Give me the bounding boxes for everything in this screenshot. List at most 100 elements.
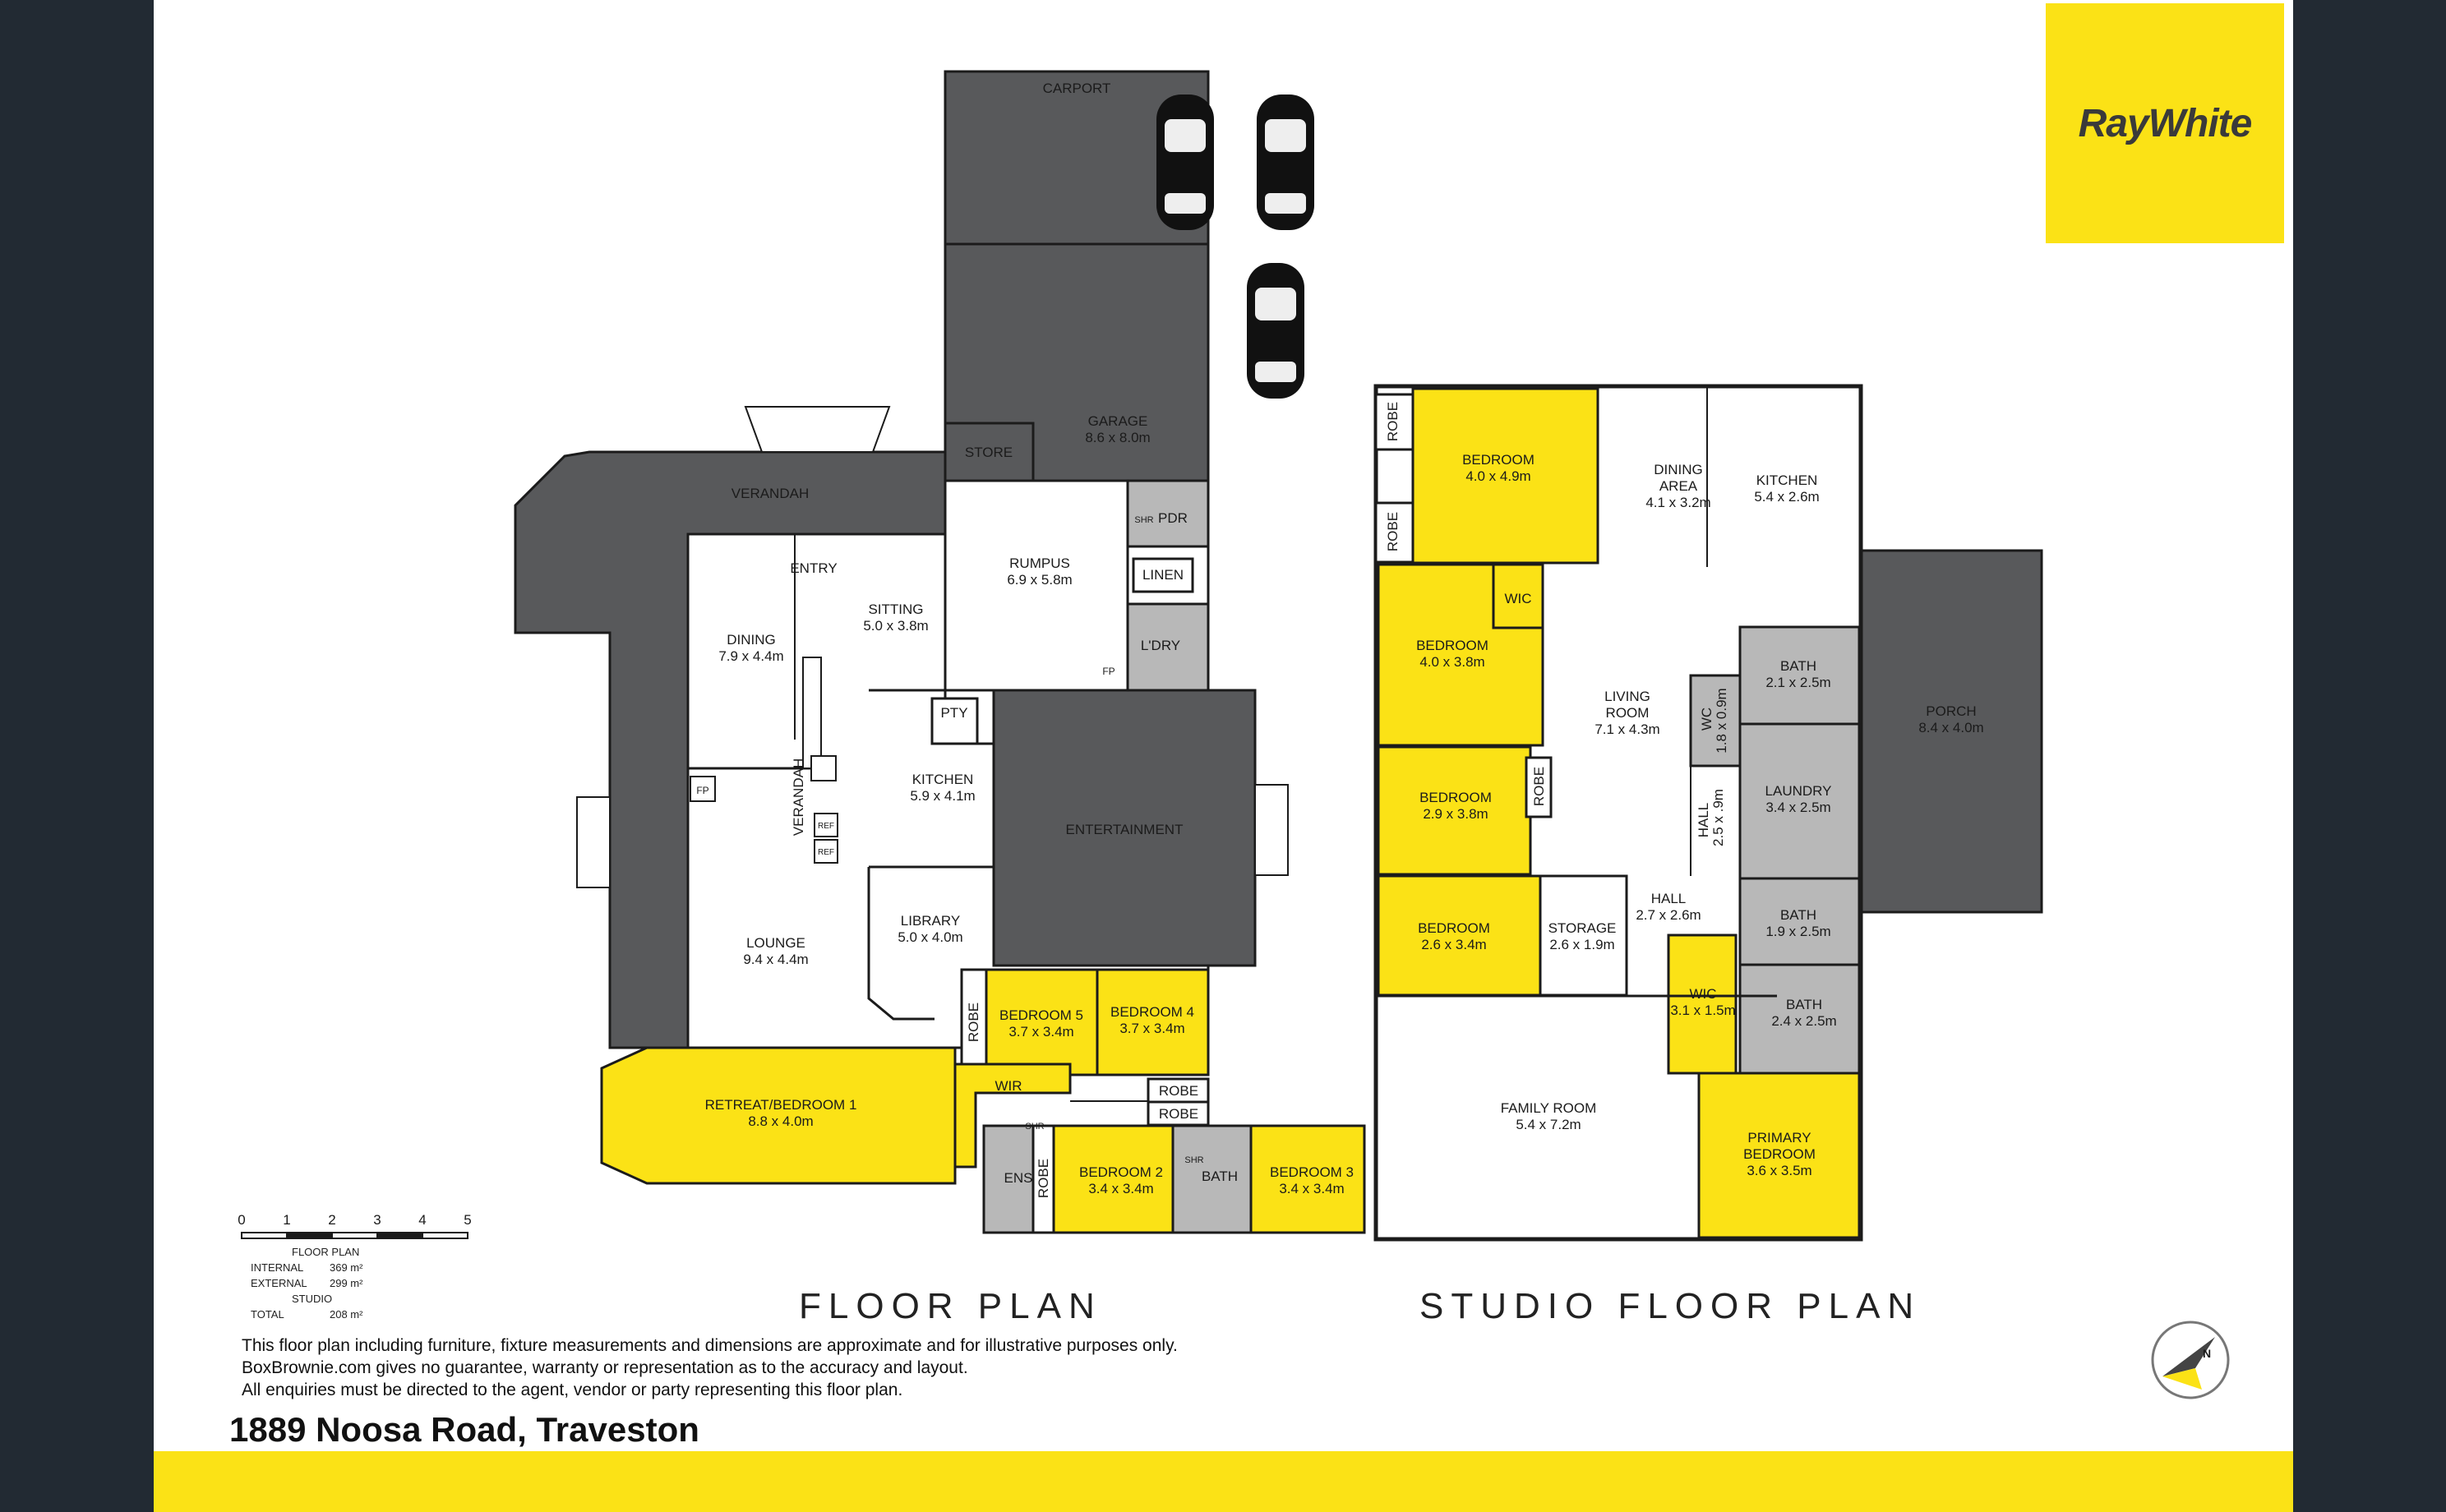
room-label: WIC bbox=[1689, 986, 1716, 1002]
room-size: 2.9 x 3.8m bbox=[1423, 806, 1488, 822]
disclaimer: This floor plan including furniture, fix… bbox=[242, 1335, 1178, 1401]
disclaimer-line: BoxBrownie.com gives no guarantee, warra… bbox=[242, 1358, 968, 1377]
area-label: EXTERNAL bbox=[251, 1277, 307, 1289]
room-label: BEDROOM bbox=[1418, 920, 1490, 936]
area-value: 208 m² bbox=[330, 1308, 363, 1321]
scale-tick: 4 bbox=[418, 1212, 426, 1228]
room-label: BATH bbox=[1780, 658, 1816, 674]
room-label: BEDROOM 4 bbox=[1110, 1004, 1194, 1020]
robe-b2-box bbox=[1031, 1124, 1055, 1234]
room-size: 4.1 x 3.2m bbox=[1645, 495, 1710, 510]
room-size: 1.9 x 2.5m bbox=[1765, 924, 1830, 939]
area-label: INTERNAL bbox=[251, 1261, 304, 1274]
raywhite-logo: RayWhite bbox=[2046, 3, 2284, 243]
room-label: PORCH bbox=[1926, 703, 1976, 719]
car-icon bbox=[1257, 94, 1314, 230]
linen-area bbox=[1132, 557, 1194, 593]
room-label: BEDROOM bbox=[1419, 790, 1492, 805]
room-label: VERANDAH bbox=[731, 486, 809, 501]
island-bench bbox=[802, 657, 822, 769]
room-size: 3.1 x 1.5m bbox=[1670, 1003, 1735, 1018]
wir-area bbox=[953, 1063, 1072, 1169]
studio-wic-a bbox=[1492, 563, 1544, 629]
studio-bedroom-a bbox=[1411, 387, 1599, 565]
room-label: FP bbox=[1102, 666, 1115, 677]
studio bbox=[1373, 384, 2043, 1242]
studio-wic-b bbox=[1667, 933, 1738, 1075]
room-label: LAUNDRY bbox=[1765, 783, 1832, 799]
fp-box bbox=[690, 776, 716, 802]
room-label: STORAGE bbox=[1548, 920, 1617, 936]
room-size: 5.0 x 3.8m bbox=[863, 618, 928, 634]
pdr-area bbox=[1126, 479, 1210, 548]
room-label: ROBE bbox=[1385, 512, 1401, 551]
entertainment-area bbox=[992, 689, 1257, 967]
room-size: 5.0 x 4.0m bbox=[898, 929, 962, 945]
room-size: 5.4 x 2.6m bbox=[1754, 489, 1819, 505]
room-label: RETREAT/BEDROOM 1 bbox=[705, 1097, 857, 1113]
room-label: WIC bbox=[1504, 591, 1531, 606]
disclaimer-line: This floor plan including furniture, fix… bbox=[242, 1336, 1178, 1355]
room-size: 5.9 x 4.1m bbox=[910, 788, 975, 804]
robe-b5-box bbox=[960, 968, 988, 1076]
car-icon bbox=[1156, 94, 1214, 230]
room-label: BEDROOM bbox=[1416, 638, 1488, 653]
room-label: HALL bbox=[1651, 891, 1687, 906]
room-label: VERANDAH bbox=[791, 758, 806, 836]
room-label: FAMILY ROOM bbox=[1501, 1100, 1597, 1116]
room-size: 3.4 x 3.4m bbox=[1279, 1181, 1344, 1196]
room-label: ENS bbox=[1004, 1170, 1033, 1186]
room-size: 2.7 x 2.6m bbox=[1636, 907, 1701, 923]
room-label: AREA bbox=[1659, 478, 1698, 494]
disclaimer-line: All enquiries must be directed to the ag… bbox=[242, 1381, 903, 1399]
studio-laundry bbox=[1738, 722, 1861, 880]
room-size: 3.4 x 2.5m bbox=[1765, 800, 1830, 815]
room-size: 4.0 x 4.9m bbox=[1465, 468, 1530, 484]
room-label: RUMPUS bbox=[1009, 555, 1070, 571]
cooktop bbox=[810, 755, 837, 781]
studio-plan-title: STUDIO FLOOR PLAN bbox=[1419, 1286, 1922, 1326]
room-label: GARAGE bbox=[1088, 413, 1148, 429]
scale-tick: 5 bbox=[464, 1212, 471, 1228]
room-label: LIBRARY bbox=[901, 913, 960, 929]
car-icon bbox=[1247, 263, 1304, 399]
room-labels: CARPORT GARAGE 8.6 x 8.0m STORE VERANDAH… bbox=[238, 81, 2211, 1360]
room-label: BEDROOM bbox=[1743, 1146, 1816, 1162]
room-size: 7.9 x 4.4m bbox=[718, 648, 783, 664]
robe-a-box bbox=[1147, 1077, 1210, 1104]
studio-wc bbox=[1689, 674, 1742, 768]
scale-bar bbox=[241, 1232, 468, 1239]
room-label: ENTERTAINMENT bbox=[1066, 822, 1184, 837]
room-label: KITCHEN bbox=[912, 772, 974, 787]
room-label: SHR bbox=[1025, 1122, 1044, 1132]
brand-name: RayWhite bbox=[2078, 101, 2253, 145]
room-label: BATH bbox=[1202, 1169, 1238, 1184]
laundry-area bbox=[1126, 602, 1210, 692]
room-label: REF bbox=[818, 848, 834, 857]
room-label: LINEN bbox=[1142, 567, 1184, 583]
room-size: 3.6 x 3.5m bbox=[1747, 1163, 1811, 1178]
ens-area bbox=[982, 1124, 1035, 1234]
car-icons bbox=[1156, 94, 1314, 399]
room-size: 2.5 x .9m bbox=[1710, 789, 1726, 846]
library-wall-left bbox=[867, 867, 935, 1021]
room-size: 1.8 x 0.9m bbox=[1714, 688, 1729, 753]
room-label: LOUNGE bbox=[746, 935, 805, 951]
footer-bar bbox=[154, 1451, 2293, 1512]
scale-tick: 0 bbox=[238, 1212, 245, 1228]
room-label: CARPORT bbox=[1043, 81, 1111, 96]
bedroom3-area bbox=[1249, 1124, 1366, 1234]
room-label: WIR bbox=[995, 1078, 1022, 1094]
room-label: SITTING bbox=[868, 602, 923, 617]
porch-area bbox=[1858, 549, 2043, 914]
main-house bbox=[514, 70, 1366, 1234]
room-size: 9.4 x 4.4m bbox=[743, 952, 808, 967]
room-label: SHR bbox=[1134, 515, 1153, 525]
room-size: 7.1 x 4.3m bbox=[1595, 721, 1659, 737]
room-label: ROBE bbox=[1531, 767, 1547, 806]
room-label: LIVING bbox=[1604, 689, 1650, 704]
room-label: PTY bbox=[940, 705, 967, 721]
room-label: ENTRY bbox=[790, 560, 837, 576]
bath-area bbox=[1171, 1124, 1253, 1234]
